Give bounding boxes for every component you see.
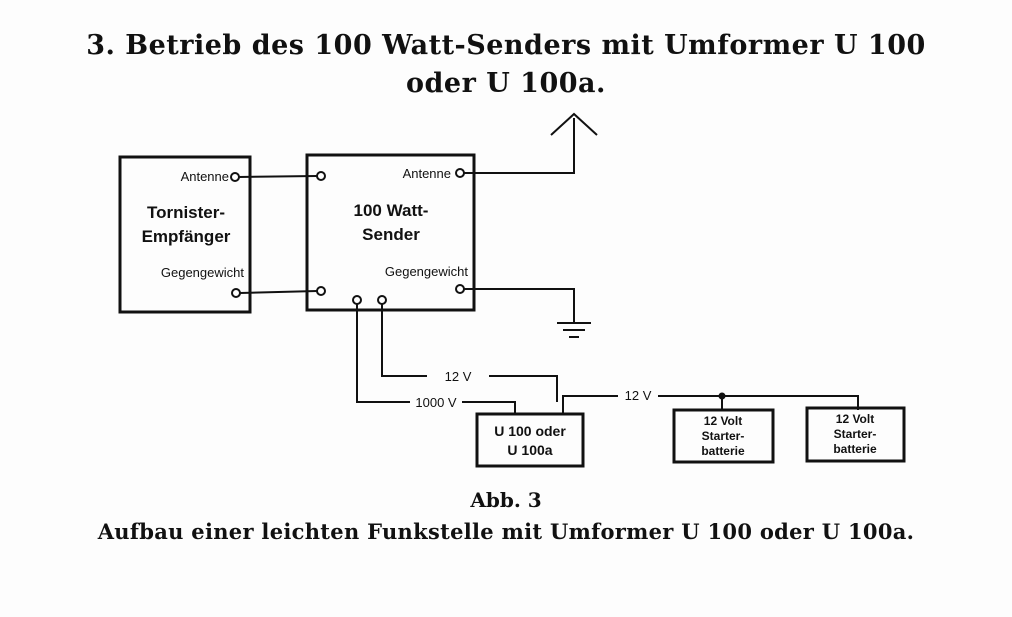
receiver-box <box>118 155 252 314</box>
antenna-arrow <box>550 112 598 136</box>
receiver-antenna-terminal <box>230 172 240 182</box>
transmitter-antenna-terminal <box>455 168 465 178</box>
section-title: 3. Betrieb des 100 Watt-Senders mit Umfo… <box>86 30 926 61</box>
battery-1-box <box>672 408 775 464</box>
antenna-icon <box>464 112 598 174</box>
hv-wire-left <box>356 304 410 403</box>
receiver-name-line2: Empfänger <box>142 227 231 246</box>
section-title-continued: oder U 100a. <box>406 68 606 99</box>
battery-2-line1: 12 Volt <box>836 412 874 426</box>
battery-1-line3: batterie <box>701 444 745 458</box>
battery-wire-left <box>562 395 618 414</box>
antenna-feed-wire <box>464 118 575 174</box>
label-12v-upper: 12 V <box>445 369 472 384</box>
junction-dot <box>718 392 726 400</box>
transmitter-name-line1: 100 Watt- <box>354 201 429 220</box>
battery-1-line2: Starter- <box>702 429 745 443</box>
converter-name-line1: U 100 oder <box>494 423 566 439</box>
transmitter-unit: 100 Watt- Sender Antenne Gegengewicht <box>305 153 476 312</box>
ground-wire <box>464 288 575 323</box>
converter-name-line2: U 100a <box>507 442 552 458</box>
ground-icon <box>464 288 591 338</box>
converter-unit: U 100 oder U 100a <box>475 412 585 468</box>
label-12v-right: 12 V <box>625 388 652 403</box>
receiver-antenna-label: Antenne <box>181 169 229 184</box>
receiver-name-line1: Tornister- <box>147 203 225 222</box>
transmitter-rx-antenna-terminal <box>316 171 326 181</box>
receiver-unit: Tornister- Empfänger Antenne Gegengewich… <box>118 155 252 314</box>
battery-1: 12 Volt Starter- batterie <box>672 408 775 464</box>
battery-2-line2: Starter- <box>834 427 877 441</box>
lv-wire-right <box>489 375 558 402</box>
transmitter-lv-terminal <box>377 295 387 305</box>
figure-number: Abb. 3 <box>470 488 542 512</box>
receiver-counterpoise-terminal <box>231 288 241 298</box>
converter-box <box>475 412 585 468</box>
battery-2: 12 Volt Starter- batterie <box>805 406 906 463</box>
transmitter-counterpoise-label: Gegengewicht <box>385 264 468 279</box>
transmitter-hv-terminal <box>352 295 362 305</box>
battery-1-line1: 12 Volt <box>704 414 742 428</box>
lv-wire-left <box>381 304 427 377</box>
transmitter-box <box>305 153 476 312</box>
battery-2-line3: batterie <box>833 442 877 456</box>
figure-caption: Aufbau einer leichten Funkstelle mit Umf… <box>97 519 915 544</box>
label-1000v: 1000 V <box>415 395 457 410</box>
transmitter-antenna-label: Antenne <box>403 166 451 181</box>
antenna-link-wire <box>238 175 318 178</box>
counterpoise-link-wire <box>239 290 318 294</box>
transmitter-rx-counterpoise-terminal <box>316 286 326 296</box>
receiver-counterpoise-label: Gegengewicht <box>161 265 244 280</box>
battery-2-box <box>805 406 906 463</box>
transmitter-counterpoise-terminal <box>455 284 465 294</box>
transmitter-name-line2: Sender <box>362 225 420 244</box>
hv-wire-right <box>462 401 516 414</box>
